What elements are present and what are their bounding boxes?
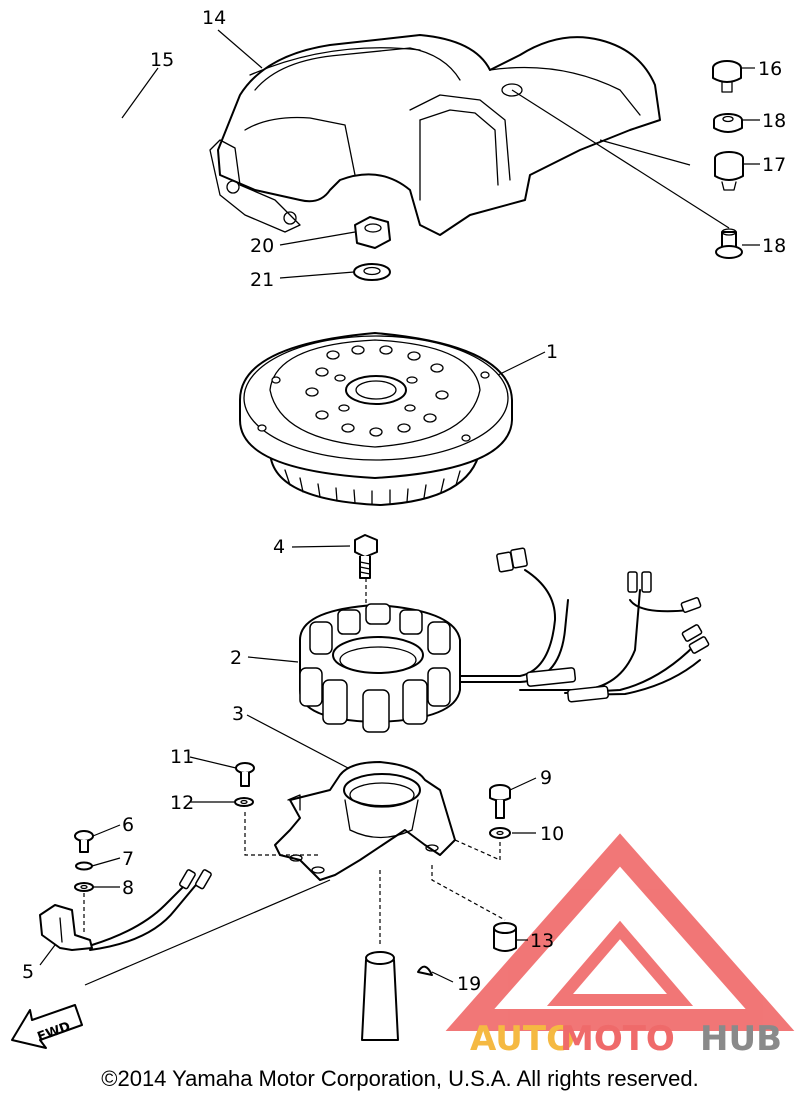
callout-numbers: 14 15 16 18 17 18 20 21 1 4 2 3 11 12 9 … (22, 7, 786, 995)
callout-1: 1 (546, 341, 558, 363)
callout-15: 15 (150, 49, 174, 71)
callout-11: 11 (170, 746, 194, 768)
stator-base (274, 761, 456, 881)
logo-triangle-outer (445, 833, 795, 1031)
washer-12 (234, 797, 254, 807)
flywheel-cover (209, 34, 661, 236)
leader-lines (39, 29, 760, 983)
flywheel-rotor (239, 332, 513, 506)
callout-2: 2 (230, 647, 242, 669)
washer-21 (353, 263, 391, 281)
nut-20 (354, 216, 391, 249)
callout-18a: 18 (762, 110, 786, 132)
collar-18b (715, 228, 743, 259)
callout-17: 17 (762, 154, 786, 176)
hose-part (69, 72, 168, 153)
callout-10: 10 (540, 823, 564, 845)
callout-8: 8 (122, 877, 134, 899)
callout-13: 13 (530, 930, 554, 952)
callout-9: 9 (540, 767, 552, 789)
crankshaft (361, 870, 399, 1041)
copyright-notice: ©2014 Yamaha Motor Corporation, U.S.A. A… (101, 1066, 699, 1091)
callout-18b: 18 (762, 235, 786, 257)
watermark-auto: AUTO (470, 1019, 575, 1059)
callout-16: 16 (758, 58, 782, 80)
logo-triangle-inner (546, 920, 694, 1006)
watermark-logo (445, 833, 795, 1031)
callout-7: 7 (122, 848, 134, 870)
watermark-moto: MOTO (560, 1019, 675, 1059)
callout-5: 5 (22, 961, 34, 983)
callout-12: 12 (170, 792, 194, 814)
lock-washer-7 (75, 861, 93, 871)
callout-6: 6 (122, 814, 134, 836)
collar-18a (713, 113, 743, 133)
watermark-hub: HUB (700, 1019, 782, 1059)
parts-diagram: AUTO MOTO HUB (11, 7, 795, 1059)
washer-10 (489, 827, 511, 839)
callout-4: 4 (273, 536, 285, 558)
woodruff-key-19 (417, 965, 433, 976)
screw-9 (489, 784, 511, 819)
stator-coil (299, 547, 710, 733)
fwd-arrow: FWD (11, 1004, 83, 1049)
screw-6 (74, 830, 94, 853)
callout-20: 20 (250, 235, 274, 257)
callout-14: 14 (202, 7, 226, 29)
callout-3: 3 (232, 703, 244, 725)
callout-19: 19 (457, 973, 481, 995)
grommet-16 (712, 60, 742, 93)
watermark-text: AUTO MOTO HUB (470, 1019, 782, 1059)
washer-8 (74, 882, 94, 892)
screw-11 (235, 762, 255, 787)
bolt-4 (354, 534, 378, 579)
pulser-coil (39, 869, 212, 951)
grommet-17 (714, 151, 744, 191)
collar-13 (493, 922, 517, 952)
callout-21: 21 (250, 269, 274, 291)
